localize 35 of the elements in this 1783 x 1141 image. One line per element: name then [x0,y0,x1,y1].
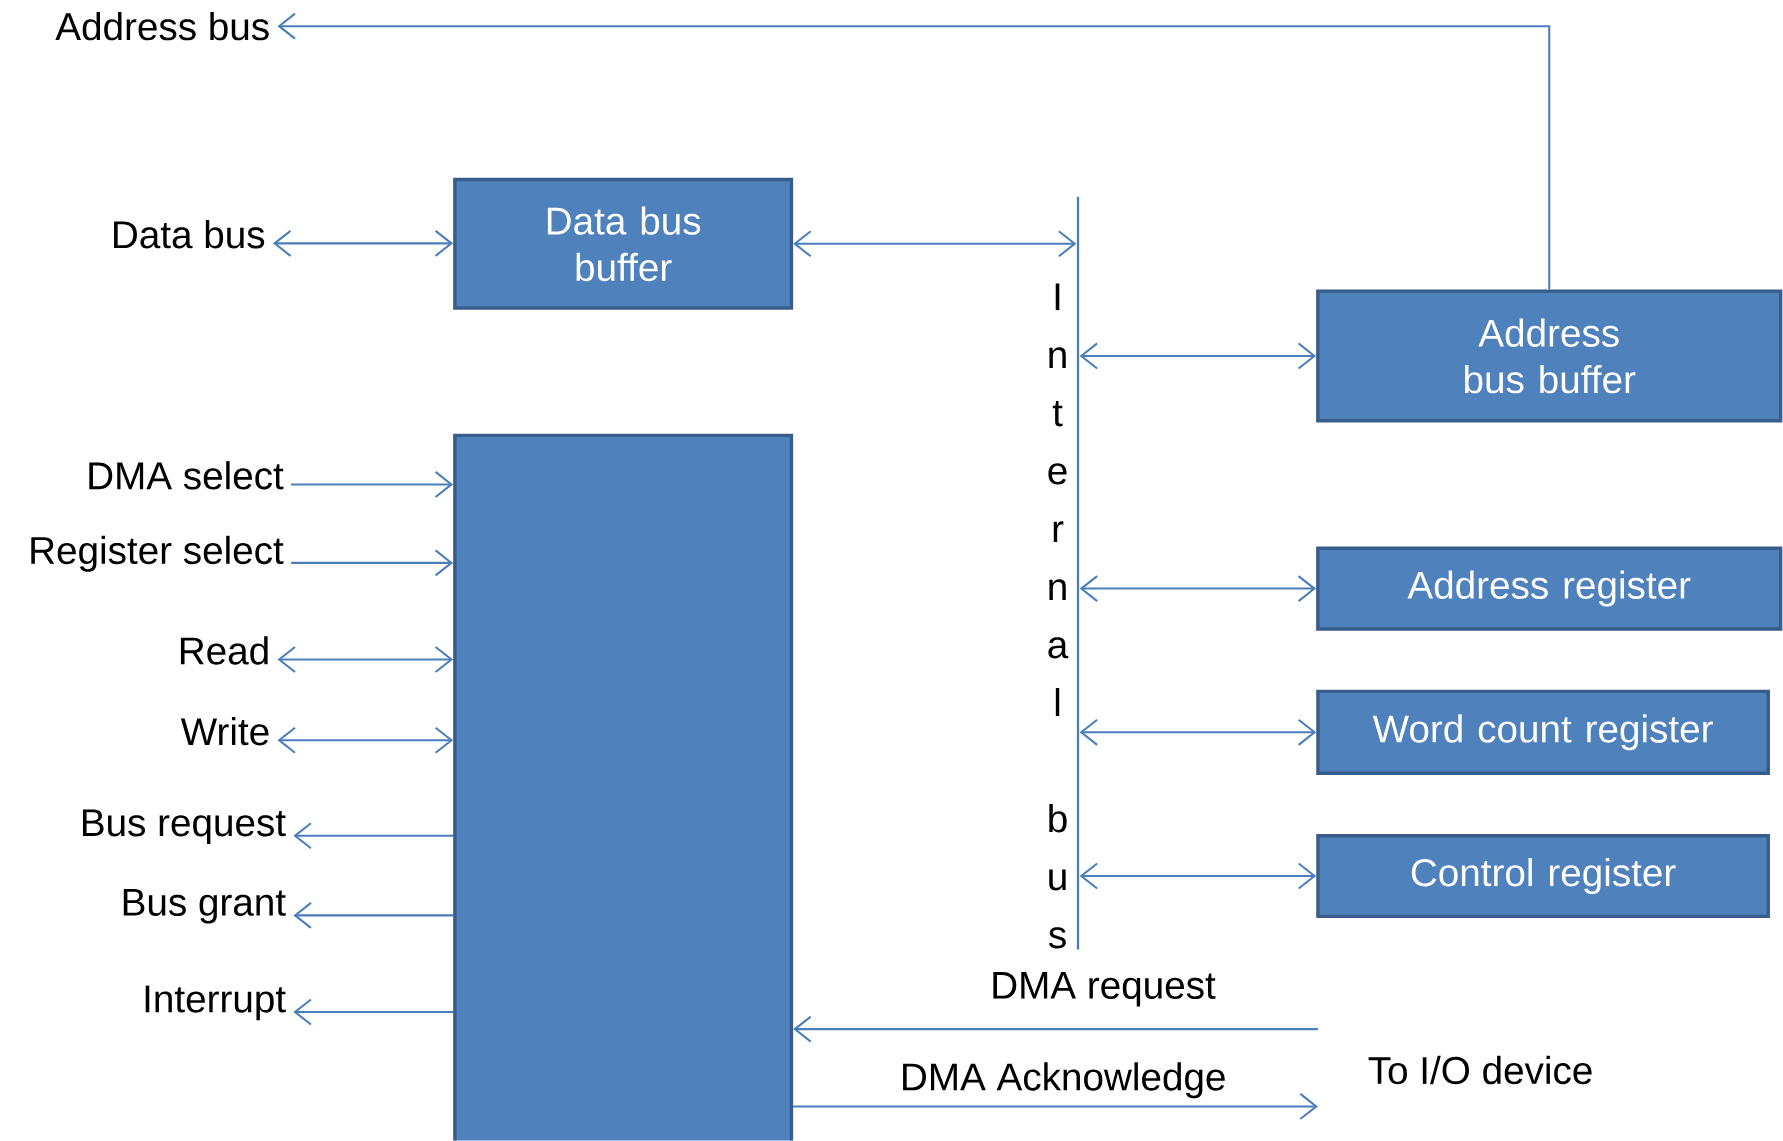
signal-label: Interrupt [145,985,286,1021]
register-box: Data bus buffer [453,178,794,310]
signal-label: DMA select [89,461,284,490]
signal-label: Bus request [82,809,286,845]
arrow [277,727,454,754]
signal-label: Register select [31,536,284,573]
register-box: Address register [1316,546,1783,631]
arrow [277,646,454,674]
signal-label: Address bus [55,12,269,41]
register-box: Word count register [1316,689,1770,776]
arrow [272,230,454,257]
io-label: To I/O device [1368,1056,1592,1085]
register-box: Control register [1316,834,1770,919]
signal-label: Data bus [114,220,265,249]
register-box: Address bus buffer [1316,289,1783,423]
arrow [277,13,1551,290]
arrow [1079,862,1317,890]
arrow [793,230,1077,258]
arrow [291,549,454,577]
signal-label: Read [180,636,268,665]
arrow [793,1016,1318,1043]
signal-label: Write [180,717,269,746]
arrow [1079,719,1317,746]
arrow [293,822,454,850]
arrow [1079,342,1317,370]
bus-label: Internal bus [1048,283,1069,949]
arrow [293,998,454,1026]
edge-label: DMA request [987,969,1219,1010]
arrow [291,471,454,498]
arrow [293,902,454,929]
edge-label: DMA Acknowledge [897,1060,1229,1101]
arrow [1079,575,1317,603]
signal-label: Bus grant [123,889,286,924]
controller-block [453,433,794,1141]
arrow [793,1093,1318,1120]
